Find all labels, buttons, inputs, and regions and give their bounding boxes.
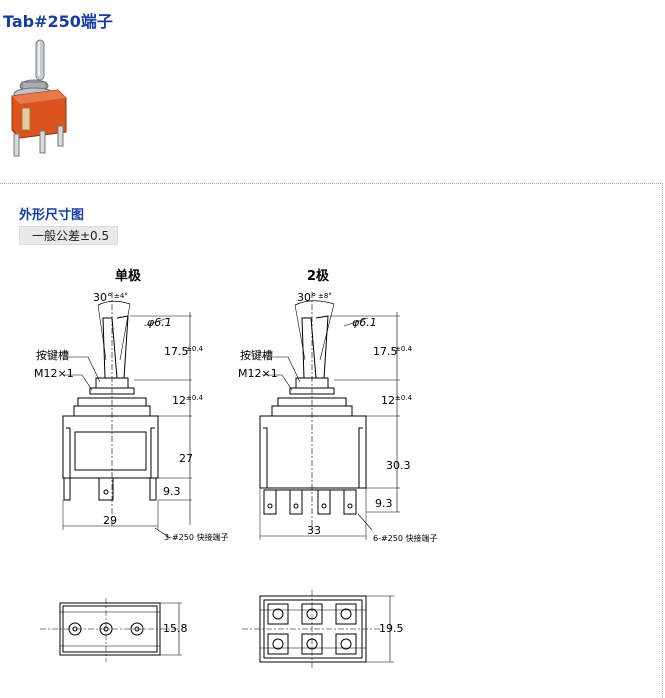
double-pole-terminal-note: 6-#250 快接端子	[373, 533, 438, 543]
double-pole-thread-label: M12×1	[238, 367, 278, 380]
double-pole-lever-height-tol: ±0.4	[395, 345, 413, 353]
double-pole-front-view	[259, 292, 400, 540]
page-title: Tab#250端子	[3, 12, 113, 31]
double-pole-angle: 30°	[297, 291, 317, 304]
dimension-panel: 外形尺寸图 一般公差±0.5	[0, 183, 663, 698]
double-pole-width: 33	[307, 524, 321, 537]
single-pole-terminal-note: 3-#250 快接端子	[164, 532, 229, 542]
single-pole-bottom-view	[40, 598, 182, 662]
single-pole-lever-height: 17.5	[164, 345, 189, 358]
single-pole-label: 单极	[115, 268, 142, 284]
double-pole-bushing-height-tol: ±0.4	[395, 394, 413, 402]
toggle-switch-photo	[11, 39, 67, 157]
tolerance-badge: 一般公差±0.5	[19, 226, 118, 245]
double-pole-lever-height: 17.5	[373, 345, 398, 358]
single-pole-front-view	[62, 292, 192, 539]
single-pole-terminal-height: 9.3	[163, 485, 181, 498]
double-pole-groove-label: 按键槽	[240, 348, 273, 362]
single-pole-angle: 30°	[93, 291, 113, 304]
single-pole-angle-tol: ±4°	[114, 292, 128, 300]
single-pole-bushing-height-tol: ±0.4	[186, 394, 204, 402]
single-pole-bushing-height: 12	[172, 394, 186, 407]
single-pole-diameter: φ6.1	[147, 316, 172, 329]
single-pole-width: 29	[103, 514, 117, 527]
double-pole-body-height: 30.3	[386, 459, 411, 472]
double-pole-label: 2极	[307, 268, 330, 284]
single-pole-depth: 15.8	[163, 622, 188, 635]
double-pole-diameter: φ6.1	[352, 316, 377, 329]
single-pole-lever-height-tol: ±0.4	[186, 345, 204, 353]
section-title: 外形尺寸图	[19, 208, 85, 223]
single-pole-thread-label: M12×1	[34, 367, 74, 380]
double-pole-bushing-height: 12	[381, 394, 395, 407]
double-pole-terminal-height: 9.3	[375, 497, 393, 510]
single-pole-body-height: 27	[179, 452, 193, 465]
double-pole-depth: 19.5	[379, 622, 404, 635]
single-pole-groove-label: 按键槽	[36, 348, 69, 362]
double-pole-bottom-view	[242, 590, 394, 668]
double-pole-angle-tol: ±8°	[318, 292, 332, 300]
